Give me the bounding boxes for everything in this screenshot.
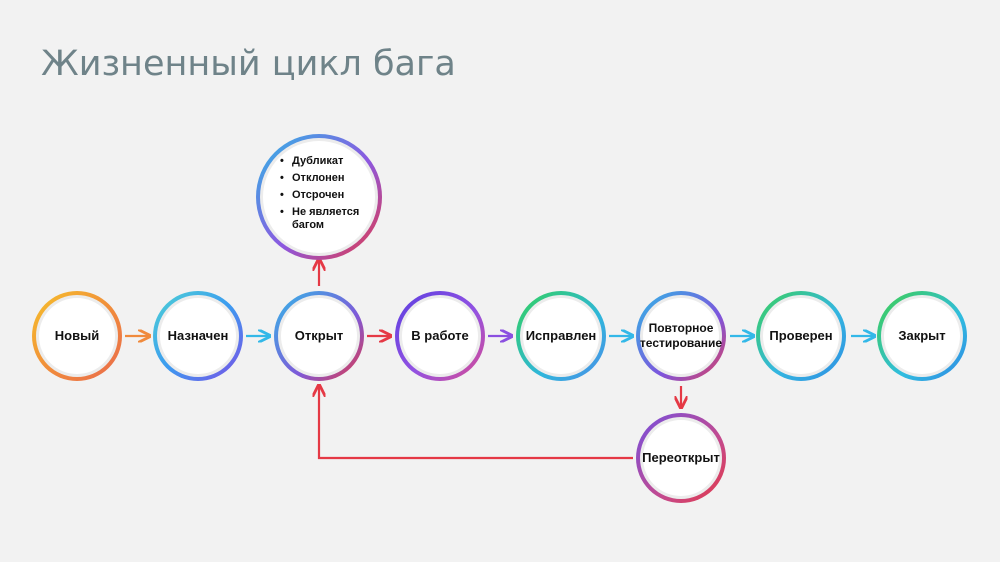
node-new	[32, 291, 122, 381]
node-open	[274, 291, 364, 381]
node-in-progress	[395, 291, 485, 381]
page-title: Жизненный цикл бага	[41, 44, 456, 84]
node-assigned	[153, 291, 243, 381]
node-verified	[756, 291, 846, 381]
node-retest	[636, 291, 726, 381]
node-closed	[877, 291, 967, 381]
node-reopened	[636, 413, 726, 503]
arrow-reopened-to-open	[319, 386, 633, 460]
node-rejected-group	[256, 134, 382, 260]
node-fixed	[516, 291, 606, 381]
